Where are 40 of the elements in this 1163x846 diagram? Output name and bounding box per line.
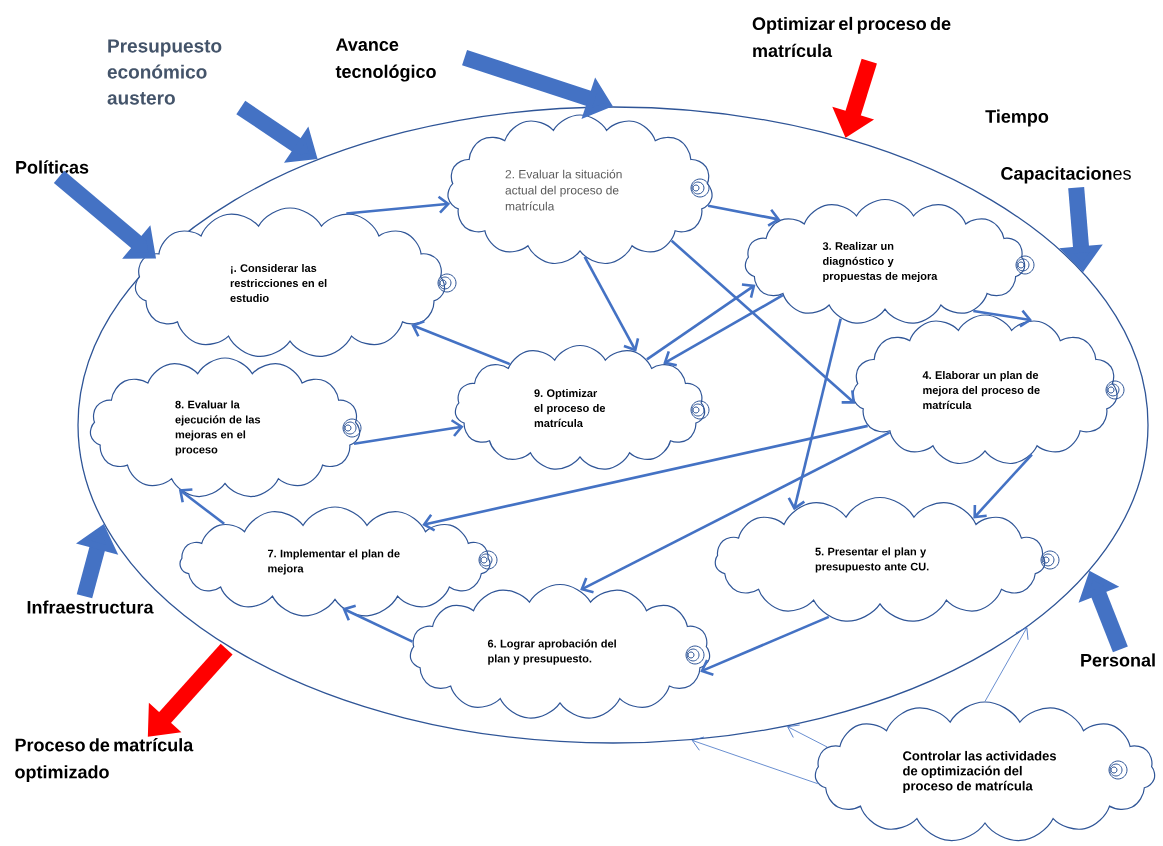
arrow [973, 453, 1033, 519]
arrow [700, 615, 830, 676]
arrow [580, 431, 891, 594]
thought-cloud: 3. Realizar un diagnóstico y propuestas de mejora [744, 198, 1035, 324]
arrow [691, 736, 819, 785]
arrow [646, 283, 756, 361]
arrow [663, 294, 784, 367]
block-arrow [53, 170, 156, 259]
arrow [342, 604, 413, 643]
arrow [583, 256, 640, 352]
thought-cloud: 5. Presentar el plan y presupuesto ante CU. [714, 496, 1060, 622]
arrow [787, 318, 842, 511]
factor-label: Personal [1081, 653, 1155, 667]
factor-label: Tiempo [985, 109, 1049, 127]
arrow [353, 419, 464, 446]
thought-cloud: 6. Lograr aprobación del plan y presupuesto. [409, 583, 711, 719]
arrow [984, 627, 1029, 702]
thought-cloud: 7. Implementar el plan de mejora [179, 506, 498, 617]
arrow [422, 424, 868, 532]
factor-label: Políticas [16, 160, 89, 174]
factor-label: Proceso de matrícula optimizado [15, 738, 194, 782]
factor-label: Infraestructura [27, 600, 154, 614]
block-arrow [147, 643, 233, 737]
arrow [411, 320, 511, 366]
arrow [787, 724, 828, 748]
thought-cloud: 4. Elaborar un plan de mejora del proceso de matrícula [852, 314, 1125, 465]
arrow [346, 195, 451, 215]
arrow [973, 309, 1033, 328]
thought-cloud: Controlar las actividades de optimización del proceso de matrícula [814, 701, 1156, 842]
thought-cloud: 2. Evaluar la situación actual del proceso de matrícula [447, 114, 713, 265]
factor-label: Presupuesto económico austero [107, 39, 222, 105]
factor-label: Capacitaciones [1001, 166, 1131, 184]
factor-label: Avance tecnológico [335, 38, 436, 82]
thought-cloud: 9. Optimizar el proceso de matrícula [454, 344, 710, 470]
thought-cloud: 8. Evaluar la ejecución de las mejoras en el proceso [89, 357, 362, 498]
arrow [178, 488, 225, 525]
arrow [670, 239, 856, 404]
thought-cloud: ¡. Considerar las restricciones en el estudio [134, 207, 457, 358]
factor-label: Optimizar el proceso de matrícula [752, 16, 951, 58]
arrow [707, 204, 781, 227]
